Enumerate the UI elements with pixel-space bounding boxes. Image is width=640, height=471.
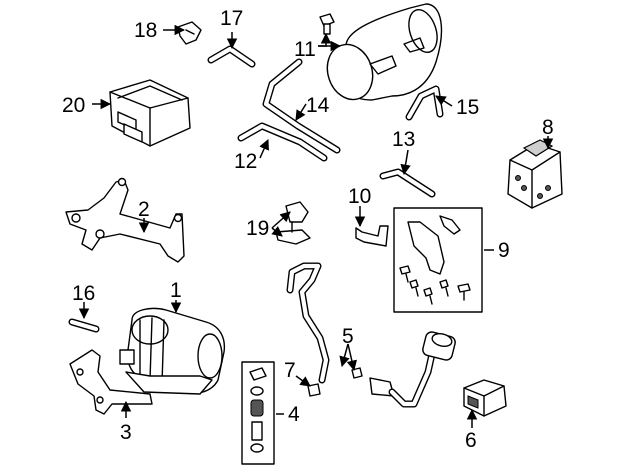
callout-9[interactable]: 9 [498, 239, 510, 262]
callout-3[interactable]: 3 [120, 421, 132, 444]
callout-1[interactable]: 1 [170, 279, 182, 302]
callout-15[interactable]: 15 [456, 96, 480, 119]
part-15-hose[interactable] [405, 85, 444, 121]
callout-16[interactable]: 16 [72, 282, 96, 305]
reservoir-tank[interactable] [320, 3, 443, 105]
callout-7[interactable]: 7 [284, 359, 296, 382]
callout-20[interactable]: 20 [62, 94, 86, 117]
part-7-fitting[interactable] [307, 383, 321, 397]
callout-2[interactable]: 2 [138, 198, 150, 221]
leader-arrows [78, 24, 554, 428]
part-1-compressor[interactable] [119, 307, 226, 395]
part-20-control-module[interactable] [109, 79, 191, 147]
callout-12[interactable]: 12 [234, 150, 258, 173]
part-11-bolt[interactable] [319, 13, 335, 35]
callout-8[interactable]: 8 [542, 116, 554, 139]
part-4-isolator-set[interactable] [241, 361, 275, 465]
callout-17[interactable]: 17 [220, 7, 244, 30]
kit-bolts [399, 265, 471, 305]
callout-14[interactable]: 14 [306, 94, 330, 117]
callout-5[interactable]: 5 [342, 325, 354, 348]
part-6-valve[interactable] [463, 379, 507, 417]
part-10-bracket[interactable] [355, 225, 389, 247]
part-8-valve-block[interactable] [507, 139, 563, 209]
callout-11[interactable]: 11 [294, 38, 316, 61]
part-12-hose[interactable] [237, 122, 328, 162]
part-2-bracket[interactable] [65, 177, 185, 263]
part-18-clip[interactable] [177, 21, 202, 45]
part-19-sensor[interactable] [275, 201, 311, 245]
callout-13[interactable]: 13 [392, 128, 416, 151]
callout-4[interactable]: 4 [288, 403, 300, 426]
part-16-pin[interactable] [68, 318, 100, 333]
callout-6[interactable]: 6 [465, 429, 477, 452]
callout-18[interactable]: 18 [134, 19, 158, 42]
part-5-air-line[interactable] [286, 262, 456, 408]
part-13-hose[interactable] [379, 168, 436, 198]
part-9-bracket-kit[interactable] [393, 207, 483, 313]
callout-10[interactable]: 10 [348, 185, 372, 208]
part-3-compressor-bracket[interactable] [69, 349, 153, 415]
part-14-hose[interactable] [262, 58, 341, 154]
part-17-hose[interactable] [207, 45, 256, 68]
callout-19[interactable]: 19 [246, 217, 270, 240]
